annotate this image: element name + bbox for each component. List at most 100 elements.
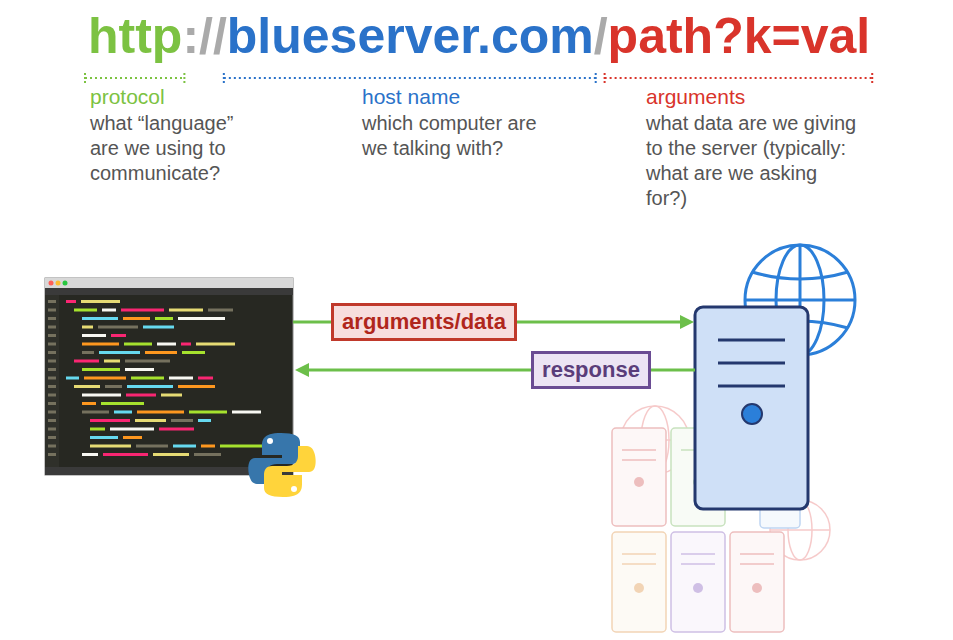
line-number <box>48 360 56 363</box>
line-number <box>48 402 56 405</box>
code-line <box>131 377 164 380</box>
code-line <box>110 428 154 431</box>
line-number <box>48 428 56 431</box>
code-line <box>90 436 118 439</box>
code-line <box>82 402 96 405</box>
code-line <box>201 445 215 448</box>
code-line <box>124 343 152 346</box>
url-part: path?k=val <box>608 8 871 64</box>
code-line <box>173 445 196 448</box>
line-number <box>48 411 56 414</box>
code-line <box>66 300 76 303</box>
code-line <box>82 453 98 456</box>
url-part: http <box>88 8 182 64</box>
python-logo <box>248 433 315 497</box>
code-line <box>82 326 93 329</box>
line-number <box>48 377 56 380</box>
code-editor <box>45 278 293 475</box>
code-line <box>90 419 130 422</box>
code-line <box>82 343 119 346</box>
code-line <box>136 445 168 448</box>
code-line <box>90 428 105 431</box>
code-line <box>82 351 94 354</box>
code-line <box>123 436 142 439</box>
code-line <box>220 445 263 448</box>
code-line <box>74 385 100 388</box>
code-line <box>82 411 109 414</box>
code-line <box>102 309 116 312</box>
code-line <box>114 411 132 414</box>
code-line <box>178 317 225 320</box>
code-line <box>171 419 193 422</box>
line-number <box>48 317 56 320</box>
code-line <box>104 360 120 363</box>
url-part: / <box>594 8 608 64</box>
line-number <box>48 334 56 337</box>
description: which computer are we talking with? <box>362 111 562 161</box>
url-part: :// <box>182 8 226 64</box>
code-line <box>126 394 156 397</box>
url: http://blueserver.com/path?k=val <box>88 6 870 66</box>
code-line <box>82 394 121 397</box>
line-number <box>48 436 56 439</box>
protocol-bracket <box>85 73 184 83</box>
server <box>695 307 808 509</box>
line-number <box>48 394 56 397</box>
code-line <box>101 402 144 405</box>
code-line <box>182 351 205 354</box>
code-line <box>189 411 227 414</box>
code-line <box>111 334 126 337</box>
code-line <box>74 309 97 312</box>
code-line <box>105 385 122 388</box>
line-number <box>48 368 56 371</box>
description: what data are we giving to the server (t… <box>646 111 861 211</box>
code-line <box>232 411 261 414</box>
code-line <box>123 317 150 320</box>
box-label: response <box>542 357 640 383</box>
code-line <box>178 385 215 388</box>
url-part: blueserver.com <box>227 8 594 64</box>
code-line <box>159 428 194 431</box>
line-number <box>48 326 56 329</box>
line-number <box>48 309 56 312</box>
part-name: arguments <box>646 84 866 109</box>
line-number <box>48 300 56 303</box>
code-line <box>82 334 106 337</box>
code-line <box>121 309 164 312</box>
code-line <box>161 394 182 397</box>
line-number <box>48 445 56 448</box>
label-box: arguments/data <box>331 303 517 341</box>
code-line <box>137 411 184 414</box>
code-line <box>196 343 235 346</box>
code-line <box>66 377 79 380</box>
label-box: response <box>531 351 651 389</box>
code-line <box>125 360 170 363</box>
part-name: protocol <box>90 84 290 109</box>
code-line <box>103 453 148 456</box>
line-number <box>48 343 56 346</box>
code-line <box>143 326 174 329</box>
part-name: host name <box>362 84 582 109</box>
code-line <box>198 377 213 380</box>
description: what “language” are we using to communic… <box>90 111 260 186</box>
code-line <box>98 326 138 329</box>
arguments-bracket <box>605 73 873 83</box>
code-line <box>127 385 173 388</box>
line-number <box>48 419 56 422</box>
code-line <box>157 343 176 346</box>
code-line <box>84 377 126 380</box>
code-line <box>82 317 118 320</box>
host-bracket <box>224 73 596 83</box>
code-line <box>82 368 120 371</box>
code-line <box>99 351 140 354</box>
dotted-brackets <box>85 73 872 83</box>
code-line <box>198 419 211 422</box>
line-number <box>48 351 56 354</box>
code-line <box>194 453 221 456</box>
code-line <box>145 351 177 354</box>
code-line <box>90 445 131 448</box>
line-number <box>48 385 56 388</box>
code-line <box>81 300 120 303</box>
code-line <box>153 453 189 456</box>
code-line <box>181 343 191 346</box>
